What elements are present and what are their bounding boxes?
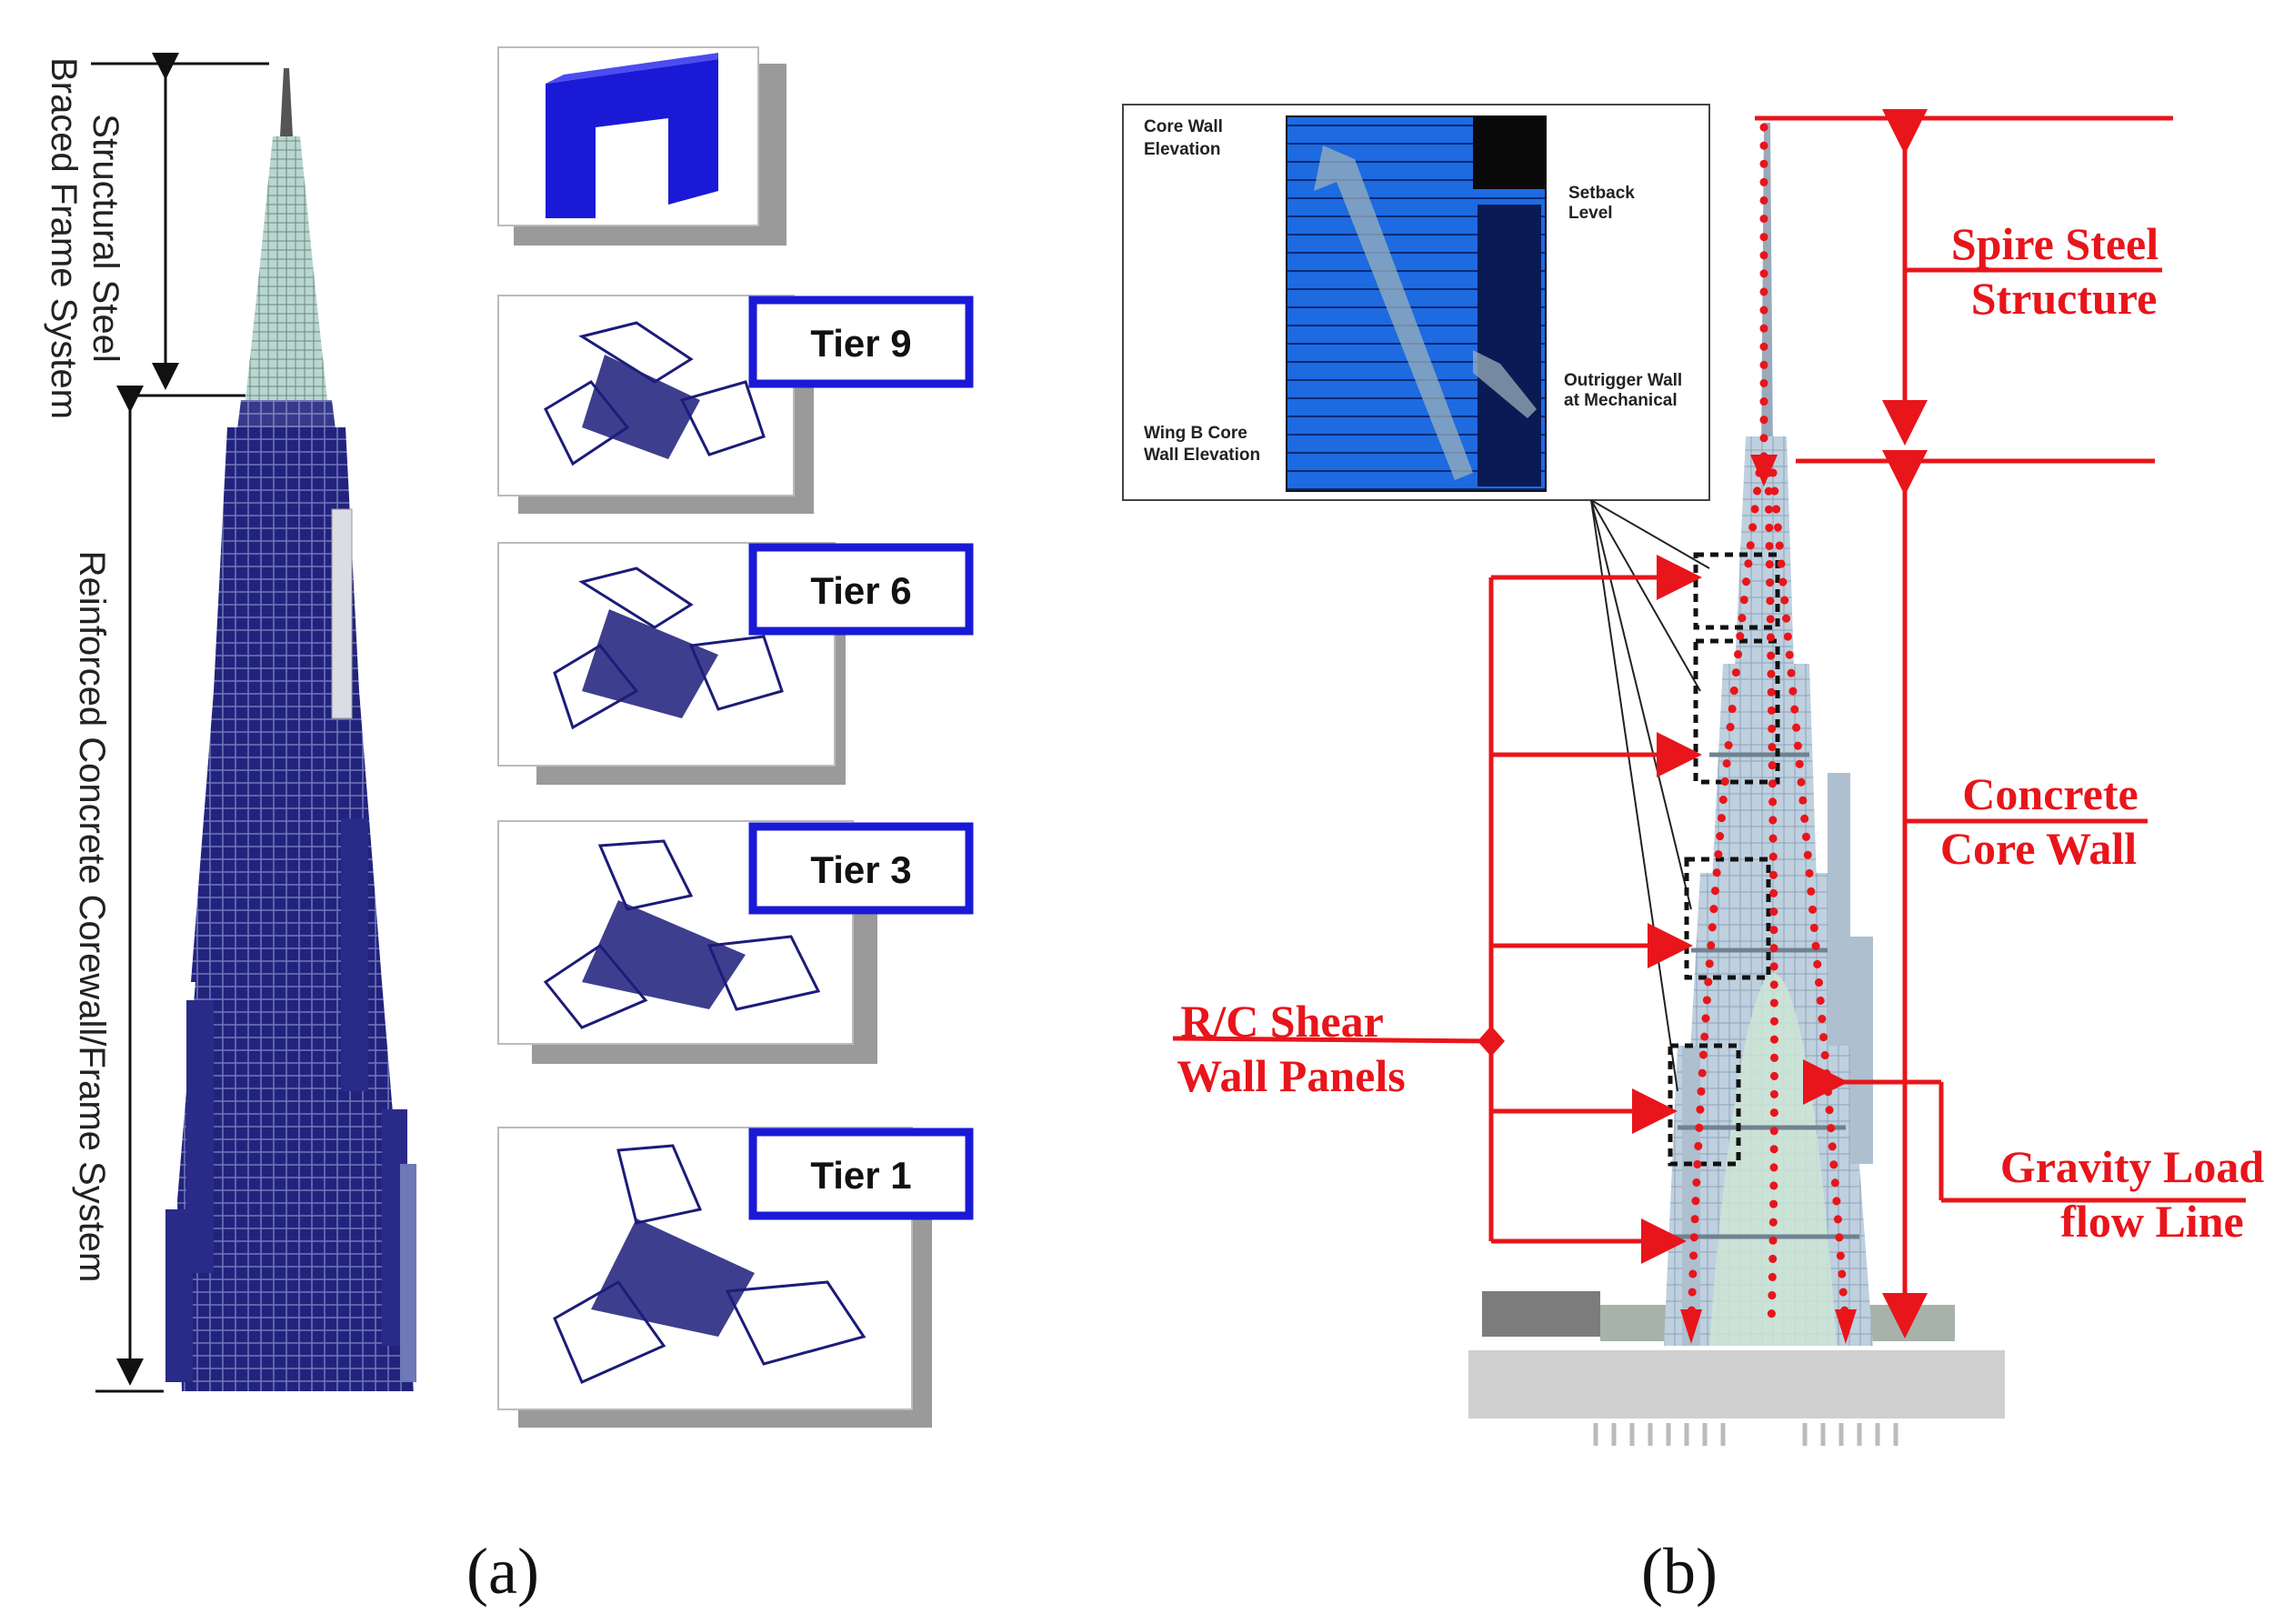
panel-b: Core Wall Elevation Setback Level Outrig… bbox=[1122, 104, 2264, 1608]
spire-dimension bbox=[1755, 109, 2246, 1338]
tier-card: Tier 9 bbox=[497, 295, 974, 514]
inset-wing-label-1: Wing B Core bbox=[1144, 424, 1247, 443]
inset-wing-label-2: Wall Elevation bbox=[1144, 446, 1260, 465]
inset-outrigger-label-1: Outrigger Wall bbox=[1564, 371, 1682, 390]
gravity-label-2: flow Line bbox=[2060, 1196, 2243, 1247]
concrete-core-label-2: Core Wall bbox=[1940, 823, 2137, 874]
shear-wall-label-1: R/C Shear bbox=[1180, 996, 1384, 1047]
spire-label-2: Structure bbox=[1971, 273, 2158, 324]
concrete-label: Reinforced Concrete Corewall/Frame Syste… bbox=[72, 551, 112, 1283]
inset-outrigger-label-2: at Mechanical bbox=[1564, 391, 1678, 410]
steel-label-line1: Structural Steel bbox=[85, 114, 125, 362]
gravity-flow-dots bbox=[1687, 123, 1850, 1332]
tower-3d-model bbox=[165, 68, 416, 1391]
concrete-dimension bbox=[95, 386, 164, 1393]
panel-a: Structural Steel Braced Frame System Rei… bbox=[44, 46, 974, 1608]
inset-core-label-2: Elevation bbox=[1144, 140, 1220, 159]
inset-setback-label-2: Level bbox=[1568, 204, 1613, 223]
shear-junction-marker bbox=[1478, 1026, 1505, 1057]
shear-wall-label-2: Wall Panels bbox=[1177, 1050, 1405, 1101]
gravity-flow-arrowheads bbox=[1680, 455, 1857, 1344]
shear-panel-arrows bbox=[1172, 555, 1702, 1264]
caption-b: (b) bbox=[1641, 1535, 1718, 1608]
core-section-card bbox=[497, 46, 786, 246]
tier-label-1: Tier 1 bbox=[810, 1154, 911, 1197]
steel-label-line2: Braced Frame System bbox=[44, 57, 84, 419]
inset-core-label-1: Core Wall bbox=[1144, 117, 1223, 136]
gravity-label-1: Gravity Load bbox=[2000, 1141, 2264, 1192]
inset-leaders bbox=[1590, 499, 1710, 1092]
tier-card: Tier 6 bbox=[497, 542, 974, 785]
caption-a: (a) bbox=[466, 1535, 539, 1608]
tier-label-6: Tier 6 bbox=[810, 569, 911, 612]
tier-card: Tier 3 bbox=[497, 820, 974, 1064]
tier-card: Tier 1 bbox=[497, 1127, 974, 1428]
steel-dimension bbox=[91, 53, 269, 397]
inset-setback-label-1: Setback bbox=[1568, 184, 1635, 203]
core-wall-inset: Core Wall Elevation Setback Level Outrig… bbox=[1122, 104, 1710, 501]
spire-label-1: Spire Steel bbox=[1951, 218, 2159, 269]
tier-label-9: Tier 9 bbox=[810, 322, 911, 365]
tier-label-3: Tier 3 bbox=[810, 848, 911, 891]
concrete-core-label-1: Concrete bbox=[1962, 768, 2138, 819]
